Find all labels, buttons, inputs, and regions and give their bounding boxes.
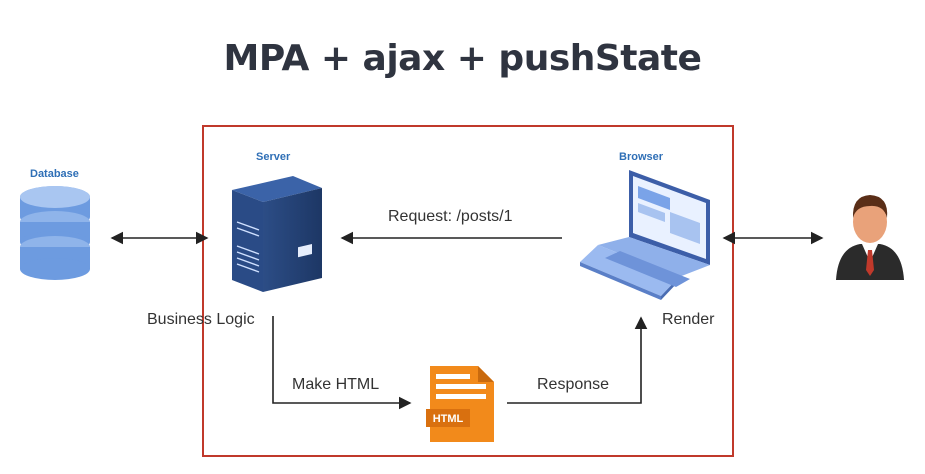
make-html-label: Make HTML [292,376,380,393]
server-label: Server [256,151,291,163]
server-icon [232,176,322,292]
browser-label: Browser [619,151,664,163]
database-icon [20,186,90,280]
html-file-icon [426,366,494,442]
diagram-title: MPA + ajax + pushState [223,38,702,79]
user-icon [836,195,904,280]
request-label: Request: /posts/1 [388,208,513,225]
app-boundary-frame [202,125,734,457]
html-file-label: HTML [433,413,464,425]
business-logic-label: Business Logic [147,311,255,328]
make-html-arrow [272,316,412,410]
render-label: Render [662,311,715,328]
response-arrow [507,316,648,404]
laptop-icon [580,170,710,300]
response-label: Response [537,376,610,393]
database-label: Database [30,168,79,180]
